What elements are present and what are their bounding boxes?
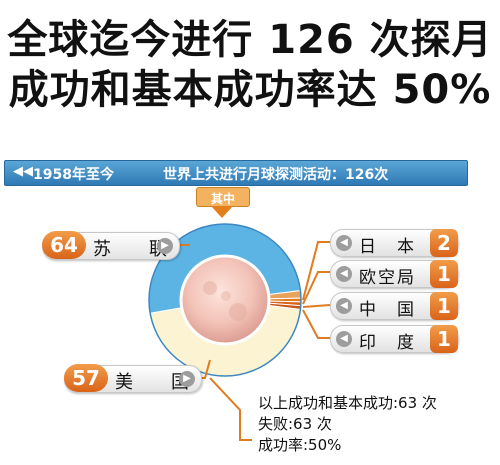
slice-label-usa: 57 美 国 ▶ [64,364,202,393]
slice-name-japan: 日 本 [359,237,416,257]
moon-crater [229,303,247,321]
slice-name-china: 中 国 [359,300,416,320]
summary-success: 以上成功和基本成功:63 次 [258,394,437,412]
slice-value-china: 1 [430,292,458,320]
down-arrow-icon [211,206,233,218]
slice-label-esa: ◀ 欧空局 1 [330,260,458,288]
leader-line-china [302,304,331,308]
slice-label-china: ◀ 中 国 1 [330,292,458,320]
arrow-right-icon: ▶ [179,371,195,387]
info-banner: ◀◀ 1958年至今 世界上共进行月球探测活动：126次 [4,160,468,186]
arrow-left-icon: ◀ [336,266,352,282]
moon-crater [203,281,217,295]
banner-total: 世界上共进行月球探测活动：126次 [163,167,389,183]
leader-line-japan [302,241,330,301]
slice-value-japan: 2 [430,229,458,257]
summary-leader-line [209,377,252,441]
arrow-left-icon: ◀ [336,235,352,251]
slice-label-ussr: 64 苏 联 ▶ [42,231,180,260]
slice-label-india: ◀ 印 度 1 [330,325,458,353]
summary-rate: 成功率:50% [258,436,342,454]
summary-failure: 失败:63 次 [258,415,332,433]
arrow-left-icon: ◀ [336,331,352,347]
slice-name-ussr: 苏 联 [93,239,177,260]
pointer-label: 其中 [210,192,235,206]
pointer-label-box: 其中 [196,187,250,207]
leader-line-india [302,309,330,339]
slice-label-japan: ◀ 日 本 2 [330,229,458,257]
pie-outline [148,223,302,377]
slice-name-india: 印 度 [359,333,416,353]
arrow-left-icon: ◀ [336,298,352,314]
slice-value-esa: 1 [430,260,458,288]
slice-name-usa: 美 国 [115,372,199,393]
leader-line-esa [302,271,330,305]
banner-period: 1958年至今 [33,167,114,183]
title-line-1: 全球迄今进行 126 次探月 [7,17,493,63]
slice-name-esa: 欧空局 [359,268,416,288]
slice-value-india: 1 [430,325,458,353]
title-line-2: 成功和基本成功率达 50% [8,67,492,113]
arrow-right-icon: ▶ [157,238,173,254]
slice-value-usa: 57 [64,364,108,392]
double-left-arrow-icon: ◀◀ [13,164,33,179]
slice-value-ussr: 64 [42,231,86,259]
moon-crater [221,291,231,301]
